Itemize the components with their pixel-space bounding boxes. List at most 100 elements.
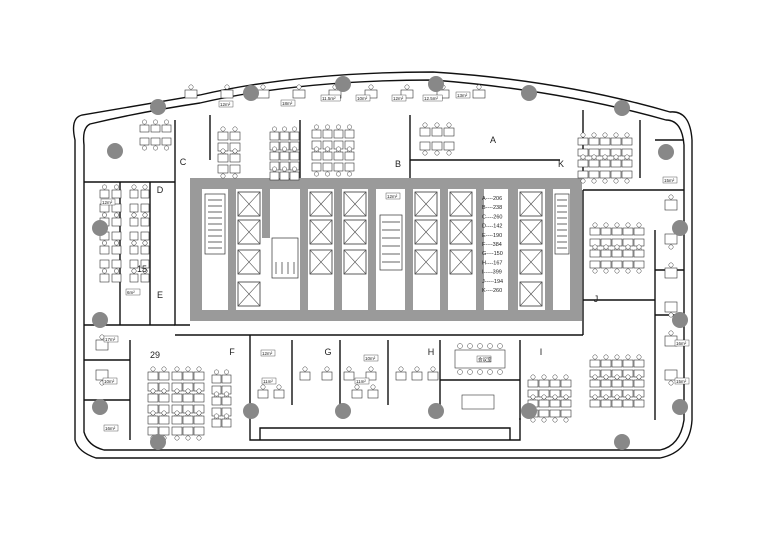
legend-entry-d: D----142 [482,224,502,230]
desk [633,399,645,408]
chair [614,268,620,274]
desk [140,245,150,255]
desk [560,379,572,388]
chair [625,222,631,228]
chair [613,178,619,184]
room-area-tag: 11m² [356,379,366,384]
chair [232,126,238,132]
desk [150,124,161,133]
chair [214,391,219,397]
chair [185,435,191,441]
chair [592,268,598,274]
core-west [190,178,582,321]
desk [158,426,170,436]
desk [527,379,539,388]
room-tag-box [354,377,370,385]
desk [549,379,561,388]
chair [224,413,229,419]
room-area-tag: 12.5m² [424,96,439,101]
room-tag-box [218,100,234,108]
chair [150,410,156,416]
desk [611,227,623,236]
conference-table [454,343,506,410]
chair [324,366,330,372]
chair [625,394,631,400]
desk [589,359,601,368]
chair [603,394,609,400]
desk [599,137,611,146]
desk [343,371,355,381]
desk [99,245,110,255]
desk [279,151,290,161]
chair [625,268,631,274]
chair [292,146,297,152]
desk [633,227,645,236]
desk [217,164,229,174]
chair [185,366,191,372]
desk [600,227,612,236]
chair [161,388,167,394]
chair [114,268,119,274]
desk [182,371,194,381]
desk [622,260,634,269]
interior-walls [84,110,684,440]
chair [591,178,597,184]
legend-entry-k: K----260 [482,288,502,294]
chair [114,240,119,246]
desk [622,399,634,408]
desk [621,137,633,146]
desk [611,379,623,388]
desk [577,159,589,168]
chair [563,417,569,423]
desk [129,189,139,199]
chair [614,394,620,400]
desk [129,273,139,283]
desk [111,203,122,213]
legend-entry-c: C----260 [482,214,502,220]
chair [164,145,169,151]
chair [282,166,287,172]
chair [446,122,452,128]
chair [636,268,642,274]
desk [633,260,645,269]
desk [221,374,232,384]
desk [365,371,377,381]
chair [580,178,586,184]
chair [131,268,137,274]
room-area-tag: 12m² [102,200,113,205]
desk [589,379,601,388]
elevator-shafts [237,191,543,307]
chair [232,148,238,154]
chair [196,435,202,441]
desk [147,371,159,381]
room-number: 15 [137,264,147,274]
desk [147,415,159,425]
chair [580,154,586,160]
desk [611,260,623,269]
zone-label-g: G [324,347,331,357]
chair [476,84,482,90]
room-area-tag: 6m² [127,290,135,295]
chair [336,171,341,177]
chair [668,380,674,386]
desk [633,249,645,258]
desk [217,153,229,163]
room-tag-box [455,91,471,99]
desk [622,379,634,388]
room-area-tag: 11m² [263,379,273,384]
desk [139,124,150,133]
room-tag-box [103,335,119,343]
desk [633,359,645,368]
desk [221,396,232,406]
desk [560,399,572,408]
desk [611,249,623,258]
chair [336,124,341,130]
chair [613,154,619,160]
chair [563,374,569,380]
building-envelope [72,71,693,459]
desk [600,399,612,408]
chair [150,388,156,394]
chair [636,394,642,400]
